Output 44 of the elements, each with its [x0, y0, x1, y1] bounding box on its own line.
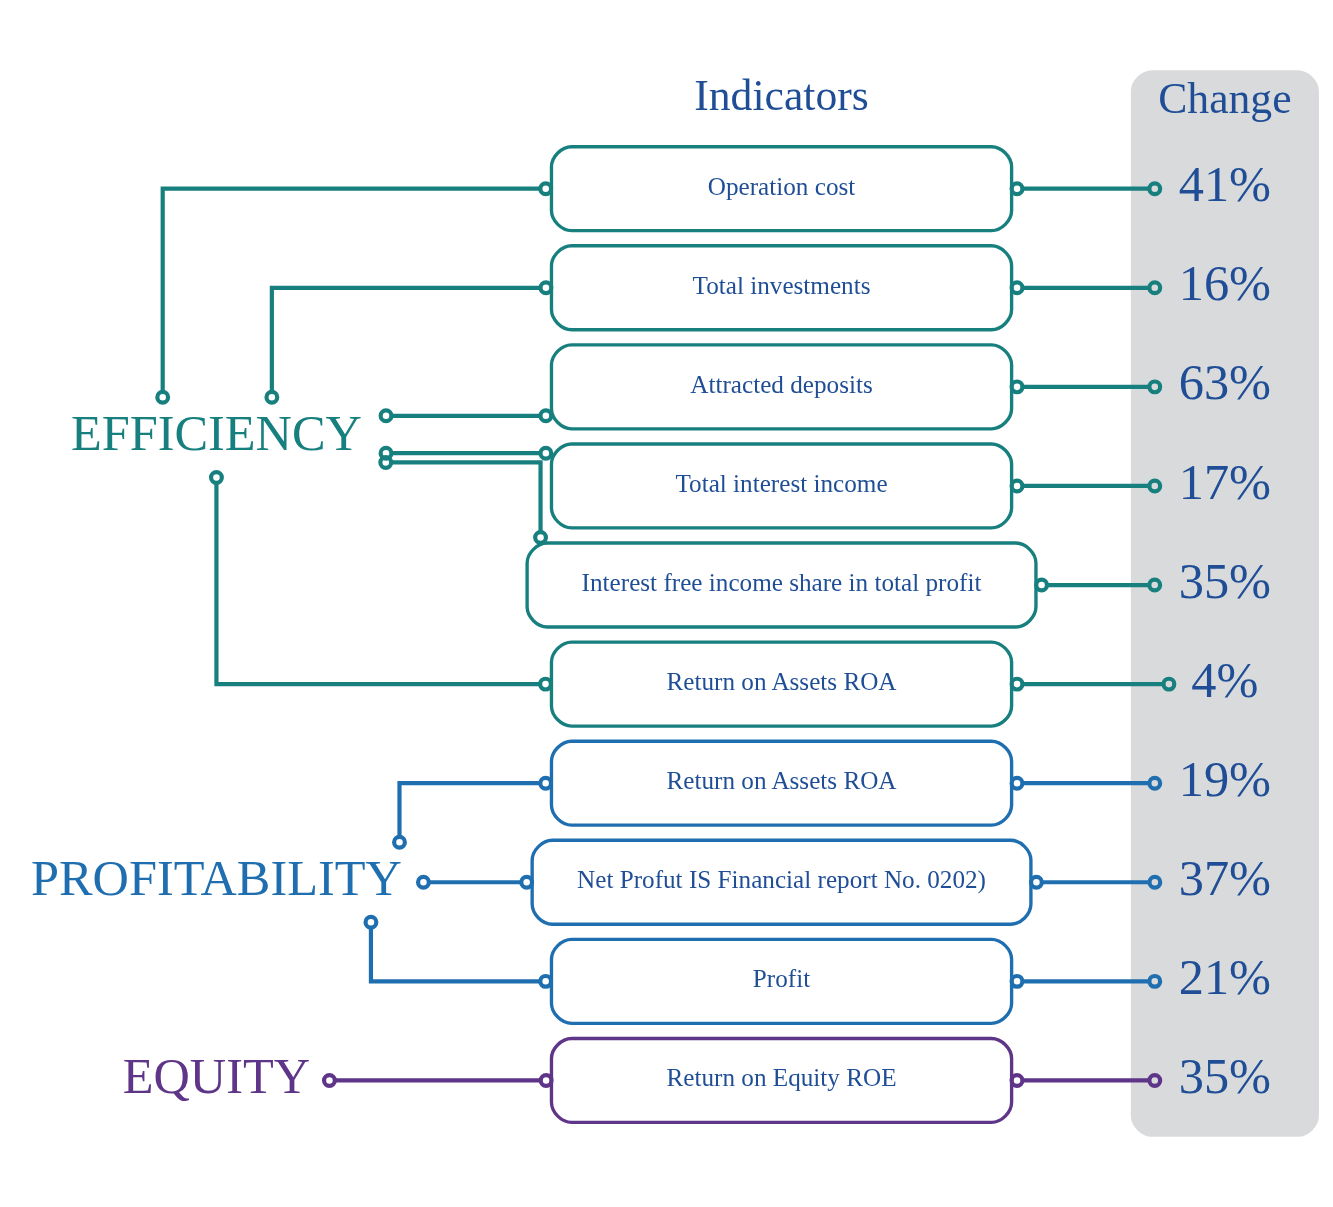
connector: [378, 408, 554, 424]
node-box: Interest free income share in total profit: [525, 541, 1038, 629]
connector: [1009, 973, 1163, 989]
connector: [1009, 280, 1163, 296]
connector: [378, 445, 554, 461]
node-text: 37%: [1178, 849, 1272, 906]
connector: [363, 914, 554, 989]
node-text: 4%: [1191, 651, 1259, 708]
connector: [264, 280, 554, 405]
node-box: Net Profut IS Financial report No. 0202): [530, 838, 1033, 926]
node-text: 41%: [1178, 156, 1272, 213]
node-box: Return on Equity ROE: [549, 1036, 1014, 1125]
node-text: EFFICIENCY: [70, 404, 362, 461]
node-text: EQUITY: [122, 1048, 311, 1105]
connector: [1034, 577, 1163, 593]
connector: [392, 775, 554, 850]
connector: [155, 181, 554, 405]
connector: [1009, 379, 1163, 395]
node-text: PROFITABILITY: [31, 849, 402, 906]
label: Indicators: [694, 71, 869, 120]
connector: [321, 1072, 554, 1088]
node-box: Operation cost: [549, 145, 1014, 233]
node-box: Total investments: [549, 244, 1014, 332]
connector: [378, 454, 548, 545]
connector: [1009, 1072, 1163, 1088]
node-box: Attracted deposits: [549, 343, 1014, 431]
node-text: 17%: [1178, 453, 1272, 510]
node-text: 21%: [1178, 948, 1272, 1005]
connector: [1009, 676, 1177, 692]
node-box: Profit: [549, 937, 1014, 1025]
connector: [1009, 181, 1163, 197]
node-text: 16%: [1178, 255, 1272, 312]
connector: [1009, 775, 1163, 791]
node-text: 35%: [1178, 1048, 1272, 1105]
node-text: 63%: [1178, 354, 1272, 411]
node-box: Total interest income: [549, 442, 1014, 530]
connector: [1028, 874, 1163, 890]
node-text: 35%: [1178, 552, 1272, 609]
node-box: Return on Assets ROA: [549, 739, 1014, 827]
node-text: 19%: [1178, 750, 1272, 807]
connector: [415, 874, 535, 890]
connector: [208, 470, 553, 692]
node-box: Return on Assets ROA: [549, 640, 1014, 728]
connector: [1009, 478, 1163, 494]
